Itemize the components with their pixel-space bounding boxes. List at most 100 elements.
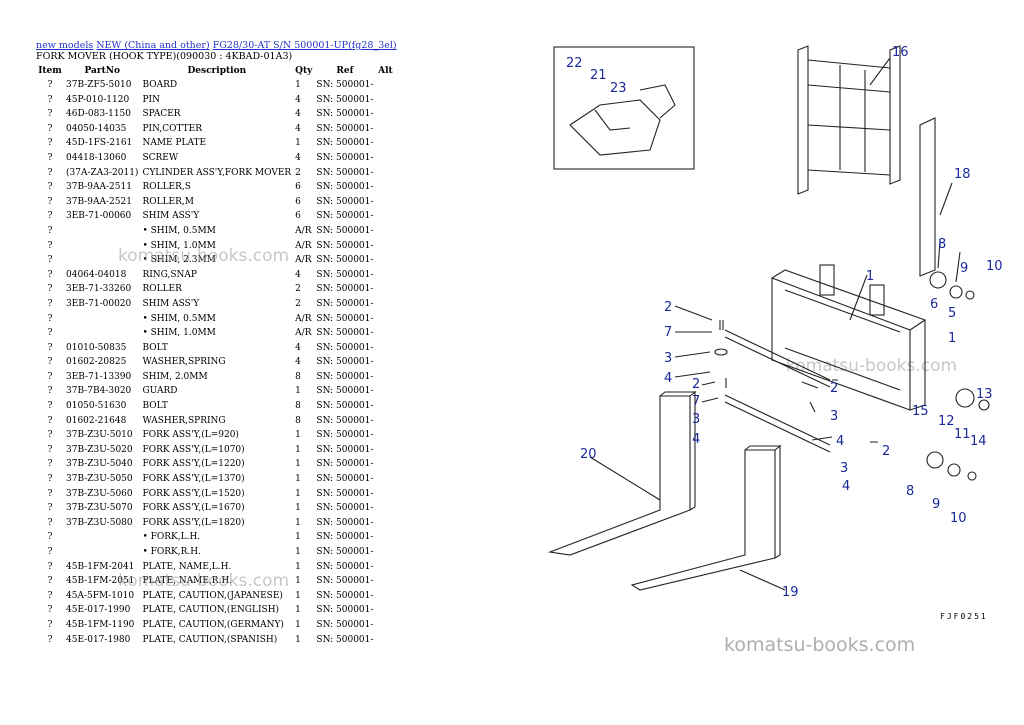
cell-alt: [375, 78, 395, 93]
cell-qty: 1: [295, 547, 301, 557]
cell-description: PLATE, CAUTION,(SPANISH): [142, 634, 278, 645]
cell-qty: 4: [295, 123, 301, 134]
cell-qty: 1: [295, 532, 301, 543]
cell-qty: 4: [295, 357, 301, 368]
cell-alt: [375, 195, 395, 210]
cell-ref: SN: 500001-: [316, 284, 374, 295]
cell-alt: [375, 603, 395, 618]
cell-alt: [375, 574, 395, 589]
cell-partno: 3EB-71-00020: [66, 298, 132, 309]
cell-item: ?: [47, 342, 53, 353]
cell-partno: 3EB-71-33260: [66, 284, 132, 295]
table-row: ?(37A-ZA3-2011)CYLINDER ASS'Y,FORK MOVER…: [36, 166, 395, 181]
cell-ref: SN: 500001-: [316, 269, 374, 280]
cell-description: SHIM, 2.0MM: [142, 371, 208, 382]
cell-alt: [375, 443, 395, 458]
cell-qty: 6: [295, 211, 301, 222]
cell-ref: SN: 500001-: [316, 167, 374, 178]
cell-item: ?: [47, 240, 53, 251]
cell-ref: SN: 500001-: [316, 313, 374, 324]
cell-partno: 37B-9AA-2521: [66, 196, 132, 207]
cell-description: BOLT: [142, 342, 168, 353]
cell-item: ?: [47, 182, 53, 193]
callout-number: 22: [566, 56, 583, 71]
cell-qty: 6: [295, 196, 301, 207]
cell-qty: 4: [295, 94, 301, 105]
cell-ref: SN: 500001-: [316, 240, 374, 251]
callout-number: 2: [830, 381, 838, 396]
fork-mover-board: [771, 269, 927, 411]
cell-description: • SHIM, 2.3MM: [142, 255, 216, 266]
cell-partno: 37B-7B4-3020: [66, 386, 132, 397]
cell-item: ?: [47, 94, 53, 105]
cell-qty: 1: [295, 561, 301, 572]
cell-ref: SN: 500001-: [316, 386, 374, 397]
fork-left: [547, 390, 697, 556]
breadcrumb-link-new-models[interactable]: new models: [36, 40, 94, 51]
parts-list-panel: new models NEW (China and other) FG28/30…: [36, 40, 436, 647]
cell-partno: 01602-20825: [66, 357, 127, 368]
callout-number: 13: [976, 387, 993, 402]
cell-qty: 1: [295, 517, 301, 528]
cell-description: FORK ASS'Y,(L=1820): [142, 517, 245, 528]
cell-description: FORK ASS'Y,(L=920): [142, 430, 239, 441]
cell-item: ?: [47, 138, 53, 149]
cell-description: SCREW: [142, 152, 179, 163]
cell-alt: [375, 428, 395, 443]
callout-number: 9: [932, 497, 940, 512]
cell-qty: A/R: [295, 255, 312, 266]
cell-qty: 6: [295, 182, 301, 193]
cell-partno: [64, 224, 140, 239]
callout-number: 8: [938, 237, 946, 252]
cell-ref: SN: 500001-: [316, 503, 374, 514]
cell-ref: SN: 500001-: [316, 371, 374, 382]
callout-number: 8: [906, 484, 914, 499]
cell-description: FORK ASS'Y,(L=1220): [142, 459, 245, 470]
cell-qty: A/R: [295, 225, 312, 236]
cylinder: [724, 329, 831, 453]
cell-item: ?: [47, 328, 53, 339]
table-header-row: Item PartNo Description Qty Ref Alt: [36, 64, 395, 78]
cell-partno: 04050-14035: [66, 123, 127, 134]
cell-alt: [375, 224, 395, 239]
cell-description: ROLLER: [142, 284, 182, 295]
breadcrumb-link-model[interactable]: FG28/30-AT S/N 500001-UP(fg28_3el): [212, 40, 397, 51]
cell-item: ?: [47, 298, 53, 309]
cell-qty: 1: [295, 576, 301, 587]
cell-partno: 04064-04018: [66, 269, 127, 280]
cell-ref: SN: 500001-: [316, 80, 374, 90]
cell-description: RING,SNAP: [142, 269, 197, 280]
breadcrumb-link-new-china[interactable]: NEW (China and other): [96, 40, 210, 51]
cell-description: • FORK,L.H.: [142, 532, 201, 543]
cell-item: ?: [47, 532, 53, 543]
cell-qty: 1: [295, 459, 301, 470]
callout-number: 23: [610, 81, 627, 96]
cell-description: SHIM ASS'Y: [142, 211, 200, 222]
cell-ref: SN: 500001-: [316, 459, 374, 470]
cell-qty: 1: [295, 430, 301, 441]
cell-item: ?: [47, 371, 53, 382]
col-partno: PartNo: [84, 66, 120, 76]
cell-ref: SN: 500001-: [316, 605, 374, 616]
cell-alt: [375, 501, 395, 516]
callout-number: 16: [892, 45, 909, 60]
cell-description: • SHIM, 0.5MM: [142, 313, 216, 324]
cell-item: ?: [47, 80, 53, 90]
callout-number: 4: [842, 479, 850, 494]
cell-alt: [375, 384, 395, 399]
cell-alt: [375, 618, 395, 633]
cell-partno: 45D-1FS-2161: [66, 138, 133, 149]
cell-partno: 46D-083-1150: [66, 109, 131, 120]
cell-alt: [375, 268, 395, 283]
cell-item: ?: [47, 590, 53, 601]
